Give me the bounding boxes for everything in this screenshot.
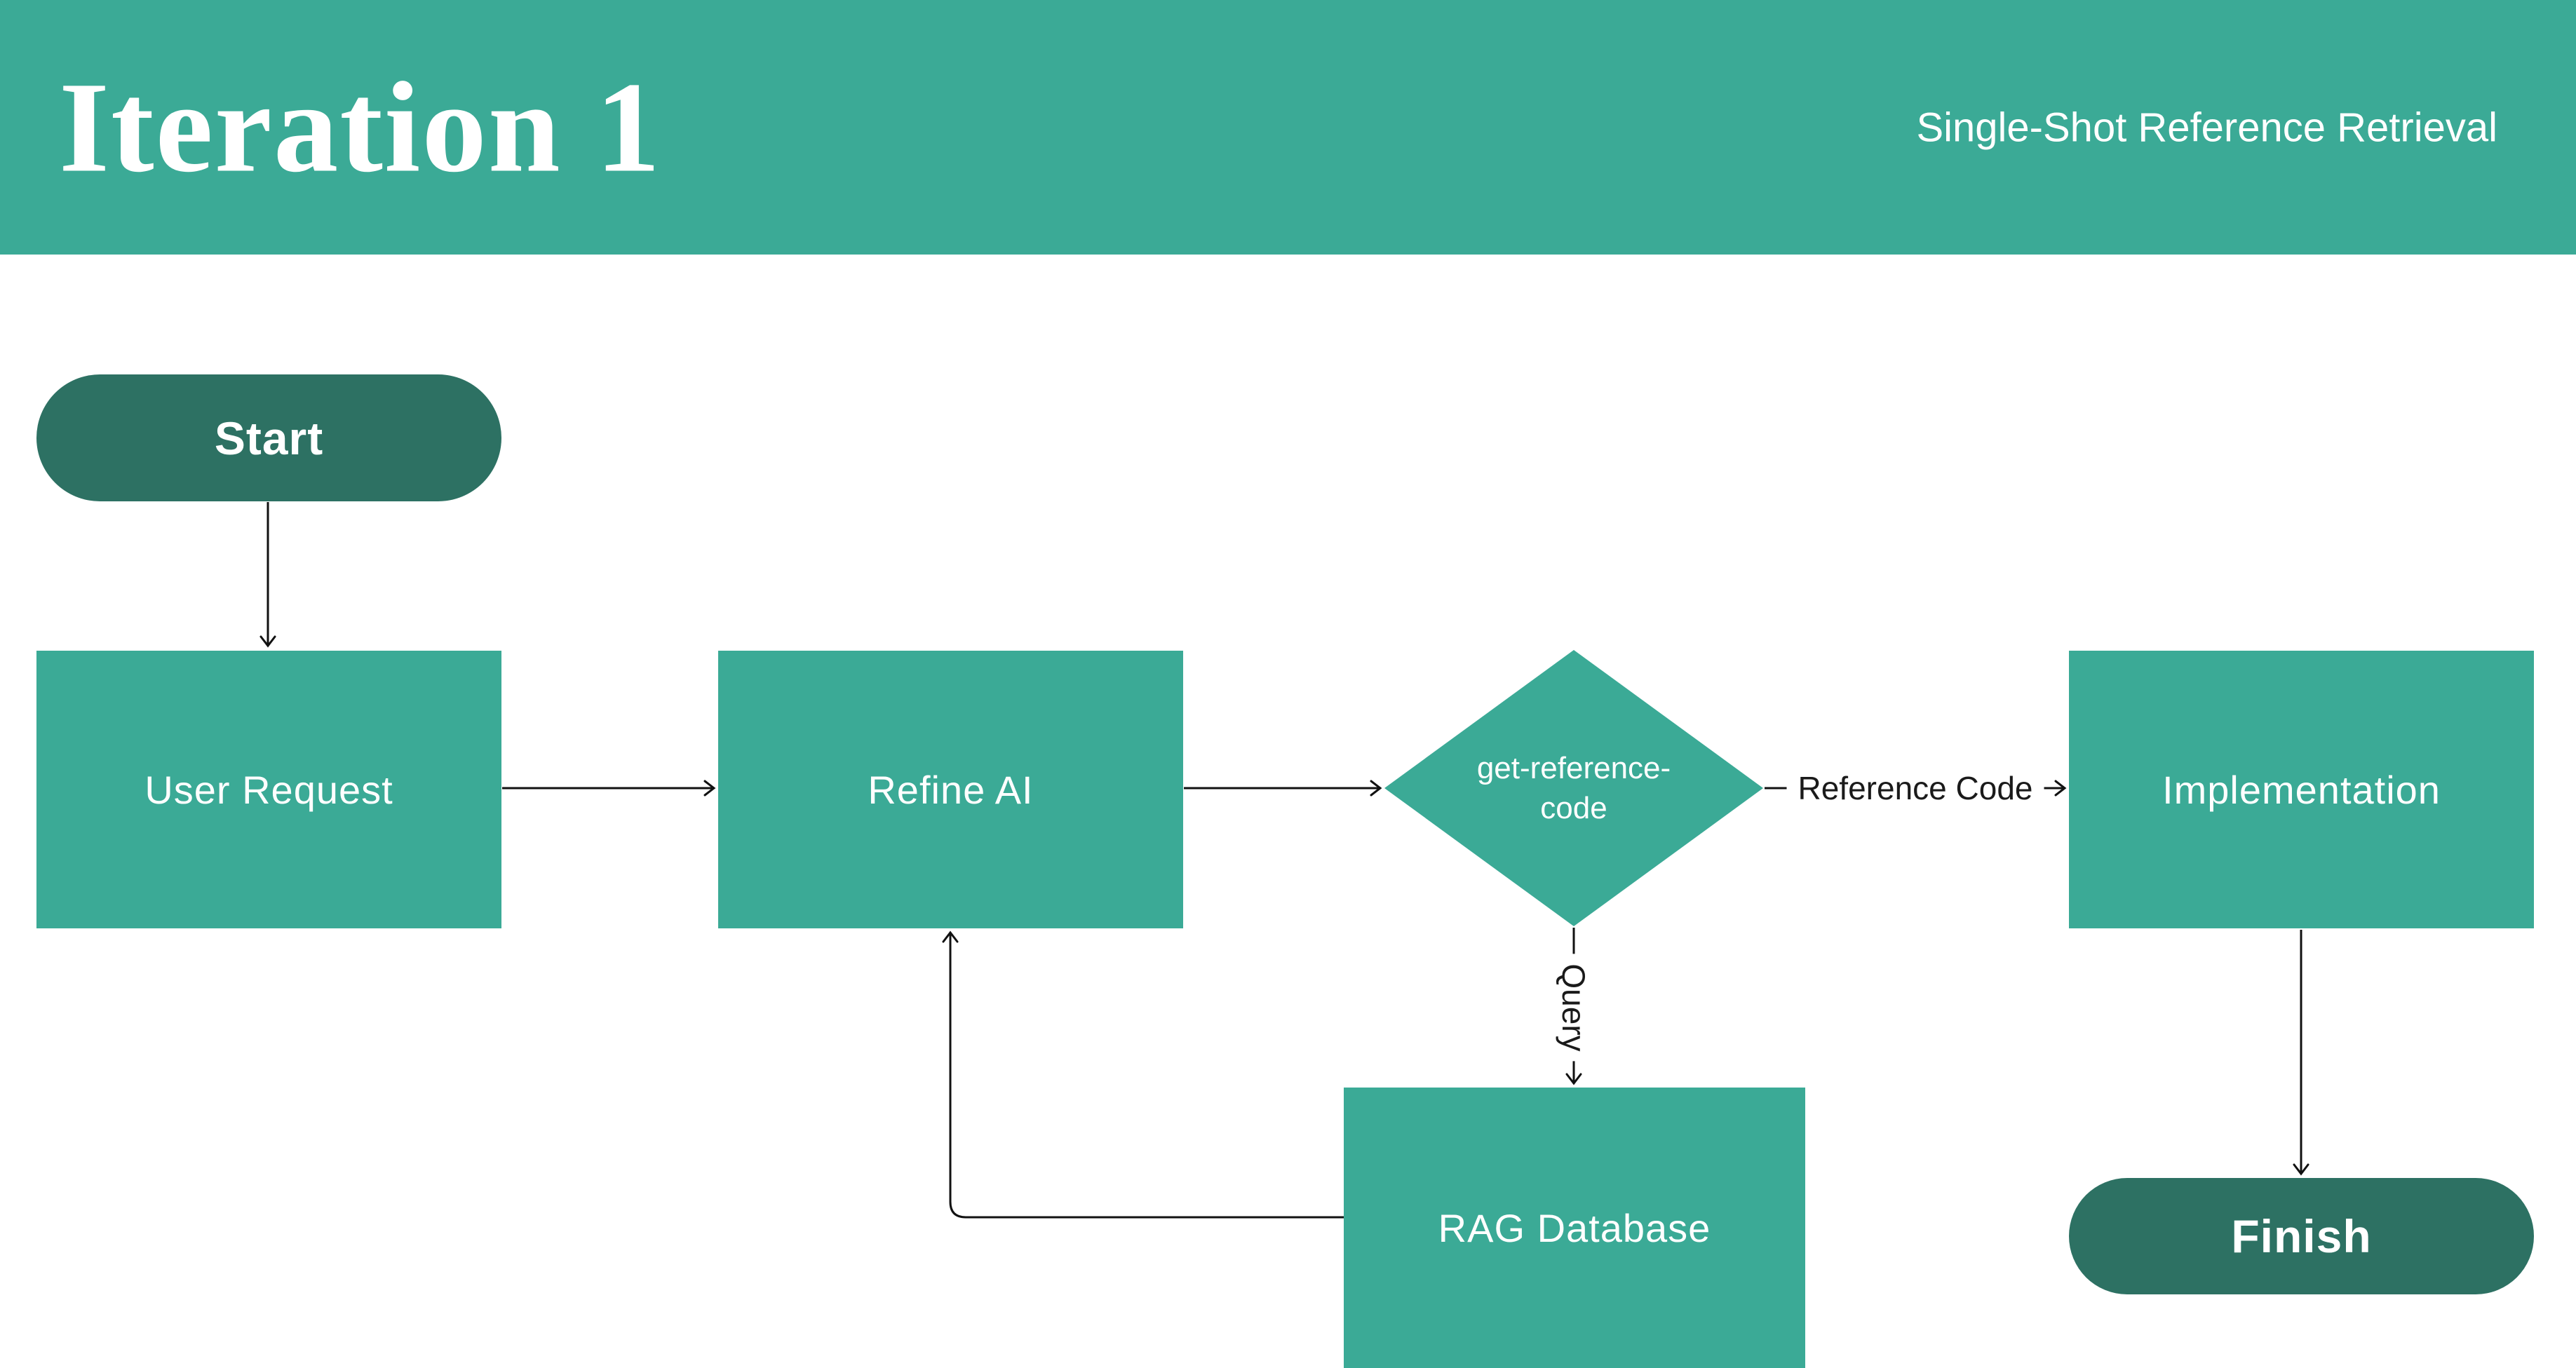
finish-node-label: Finish (2231, 1210, 2372, 1262)
page-title: Iteration 1 (59, 55, 662, 199)
reference-code-edge-label: Reference Code (1786, 769, 2044, 807)
start-node: Start (36, 374, 501, 501)
user-request-node: User Request (36, 651, 501, 928)
header-banner: Iteration 1 Single-Shot Reference Retrie… (0, 0, 2576, 255)
query-edge-label: Query (1555, 954, 1593, 1062)
decision-label-line2: code (1540, 791, 1607, 825)
user-request-node-label: User Request (144, 767, 393, 812)
page-subtitle: Single-Shot Reference Retrieval (1916, 104, 2497, 150)
implementation-node: Implementation (2069, 651, 2534, 928)
decision-diamond-shape (1384, 650, 1763, 926)
start-node-label: Start (214, 412, 324, 464)
refine-ai-node: Refine AI (718, 651, 1183, 928)
connector-rag-database-to-refine-ai (942, 930, 1344, 1219)
decision-label-line1: get-reference- (1476, 750, 1671, 785)
rag-database-node: RAG Database (1344, 1088, 1805, 1368)
decision-diamond-label: get-reference- code (1477, 748, 1671, 828)
refine-ai-node-label: Refine AI (868, 767, 1034, 812)
implementation-node-label: Implementation (2162, 767, 2441, 812)
rag-database-node-label: RAG Database (1438, 1205, 1711, 1250)
finish-node: Finish (2069, 1178, 2534, 1294)
